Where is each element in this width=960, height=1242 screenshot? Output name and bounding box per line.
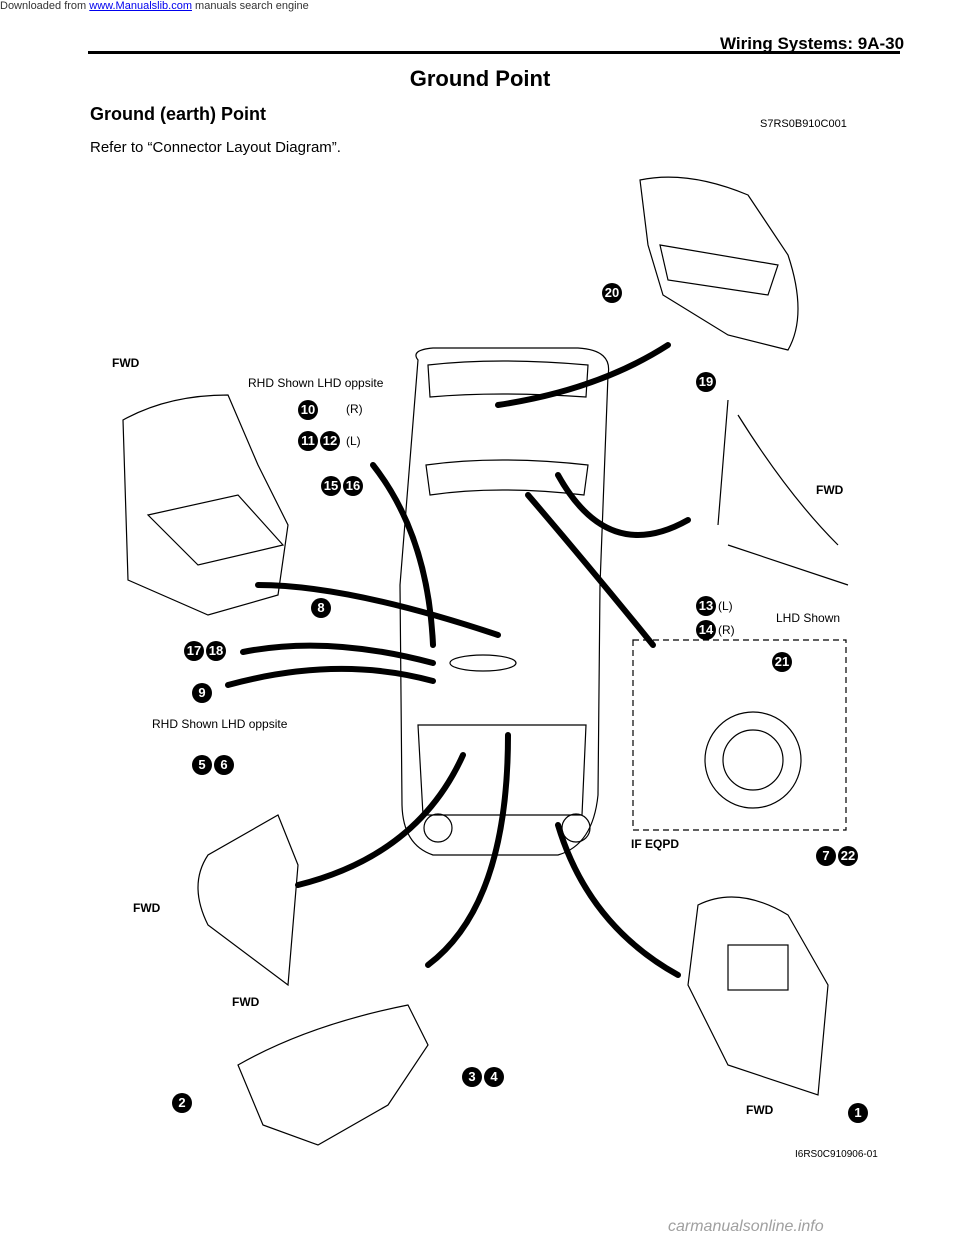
fwd-label-2: FWD: [816, 483, 844, 497]
badge-number: 19: [696, 372, 716, 392]
wiring-illustration: [122, 176, 849, 1146]
page-header: Wiring Systems: 9A-30: [720, 34, 905, 53]
fuel-tank-box: [632, 639, 847, 831]
badge-21: 21: [772, 652, 792, 672]
badge-9: 9: [192, 683, 212, 703]
harness-line-5: [255, 582, 501, 638]
watermark: carmanualsonline.info: [668, 1218, 824, 1235]
badge-number: 13: [696, 596, 716, 616]
badge-number: 14: [696, 620, 716, 640]
lhd-shown-label: LHD Shown: [776, 611, 841, 625]
car-headlamp-left: [423, 813, 453, 843]
badge-number: 12: [320, 431, 340, 451]
harness-line-10: [370, 462, 436, 648]
fwd-label-3: FWD: [133, 901, 161, 915]
rhd-note-bottom: RHD Shown LHD oppsite: [152, 717, 288, 731]
reference-text: Refer to “Connector Layout Diagram”.: [90, 139, 341, 156]
engine-block-outline: [237, 1004, 429, 1146]
manualslib-link[interactable]: www.Manualslib.com: [89, 0, 192, 12]
car-body-outline: [399, 347, 610, 856]
car-windshield: [425, 459, 589, 496]
front-left-fender: [197, 814, 299, 987]
badge-number: 2: [172, 1093, 192, 1113]
fwd-label-4: FWD: [232, 995, 260, 1009]
car-headlamp-right: [561, 813, 591, 843]
download-note: Downloaded from www.Manualslib.com manua…: [0, 0, 309, 12]
rear-hatch-outline: [639, 176, 799, 351]
rear-interior-outline: [122, 394, 289, 616]
badge-number: 7: [816, 846, 836, 866]
badge-number: 11: [298, 431, 318, 451]
harness-line-7: [425, 732, 511, 968]
badge-number: 5: [192, 755, 212, 775]
badge-number: 4: [484, 1067, 504, 1087]
section-code: S7RS0B910C001: [760, 118, 847, 130]
badge-number: 6: [214, 755, 234, 775]
if-eqpd-label: IF EQPD: [631, 837, 680, 851]
fuel-pump-inner: [722, 729, 784, 791]
fwd-label-5: FWD: [746, 1103, 774, 1117]
badge-number: 16: [343, 476, 363, 496]
badge-number: 21: [772, 652, 792, 672]
battery-box: [727, 944, 789, 991]
rhd-note-top: RHD Shown LHD oppsite: [248, 376, 384, 390]
badge-number: 3: [462, 1067, 482, 1087]
harness-line-1: [495, 342, 671, 408]
badge-14: 14: [696, 620, 716, 640]
badge-1: 1: [848, 1103, 868, 1123]
car-rear-window: [427, 360, 589, 398]
header-rule: [88, 51, 900, 54]
harness-line-6: [295, 752, 466, 888]
badge-19: 19: [696, 372, 716, 392]
car-spare-wheel: [449, 654, 517, 672]
badge-2: 2: [172, 1093, 192, 1113]
rear-seat-frame: [146, 494, 285, 566]
page-title: Ground Point: [409, 66, 551, 91]
figure-code: I6RS0C910906-01: [795, 1149, 878, 1160]
badge-number: 22: [838, 846, 858, 866]
badge-number: 15: [321, 476, 341, 496]
badge-13: 13: [696, 596, 716, 616]
download-suffix: manuals search engine: [191, 0, 309, 12]
badge-8: 8: [311, 598, 331, 618]
battery-area-outline: [687, 896, 829, 1096]
rear-fender-right: [717, 399, 849, 586]
badge-number: 10: [298, 400, 318, 420]
label-l-13: (L): [718, 599, 733, 613]
badge-number: 9: [192, 683, 212, 703]
badge-number: 20: [602, 283, 622, 303]
harness-line-4: [225, 665, 436, 688]
harness-line-9: [525, 492, 656, 648]
badge-number: 17: [184, 641, 204, 661]
section-heading: Ground (earth) Point: [90, 104, 266, 124]
harness-line-8: [555, 822, 681, 978]
label-r-10: (R): [346, 402, 363, 416]
badge-number: 18: [206, 641, 226, 661]
download-prefix: Downloaded from: [0, 0, 90, 12]
badge-10: 10: [298, 400, 318, 420]
badge-20: 20: [602, 283, 622, 303]
label-r-14: (R): [718, 623, 735, 637]
harness-line-2: [555, 472, 691, 538]
fwd-label-1: FWD: [112, 356, 140, 370]
rear-hatch-window: [659, 244, 779, 296]
ground-point-diagram: FWD RHD Shown LHD oppsite (R) (L) FWD (L…: [88, 165, 900, 1165]
fuel-pump-outer: [704, 711, 802, 809]
badge-number: 8: [311, 598, 331, 618]
badge-number: 1: [848, 1103, 868, 1123]
label-l-11-12: (L): [346, 434, 361, 448]
harness-line-3: [240, 642, 436, 666]
